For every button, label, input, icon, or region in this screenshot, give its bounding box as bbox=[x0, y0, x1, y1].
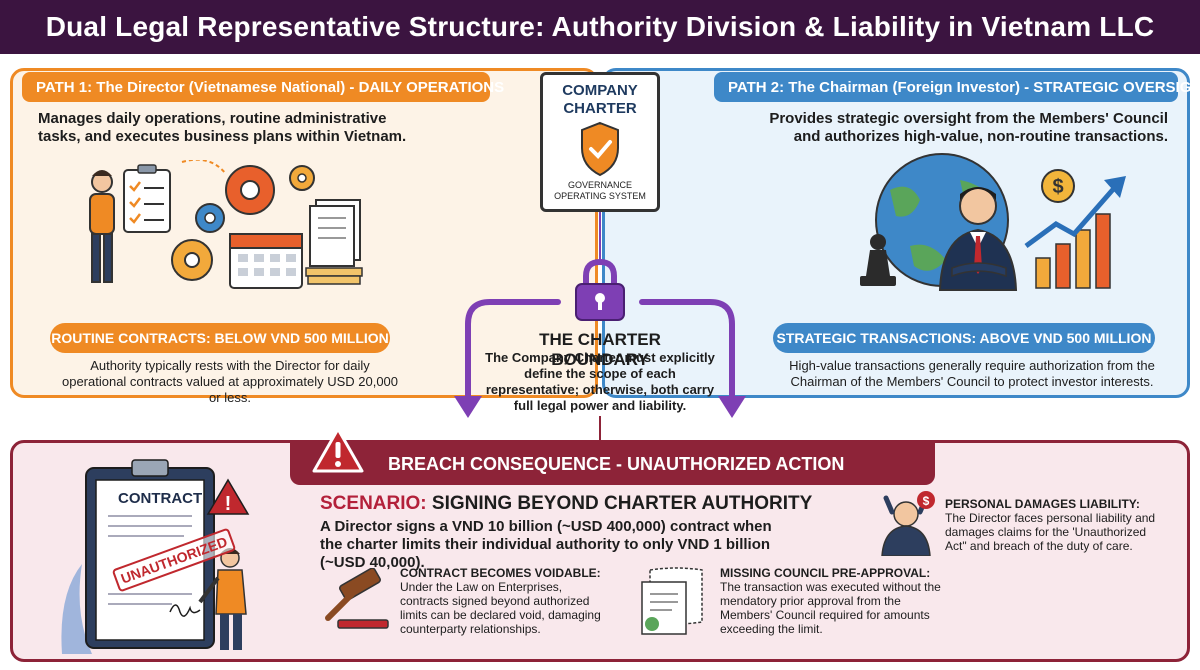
missing-approval-text: The transaction was executed without the… bbox=[720, 580, 941, 636]
contract-voidable-block: CONTRACT BECOMES VOIDABLE: Under the Law… bbox=[400, 566, 610, 636]
stressed-person-icon: $ bbox=[881, 491, 935, 556]
page-title: Dual Legal Representative Structure: Aut… bbox=[45, 11, 1155, 42]
right-boundary-arrow-line bbox=[639, 299, 735, 401]
lock-icon bbox=[575, 258, 625, 321]
path2-description: Provides strategic oversight from the Me… bbox=[769, 110, 1168, 145]
missing-approval-title: MISSING COUNCIL PRE-APPROVAL: bbox=[720, 566, 931, 580]
scenario-prefix: SCENARIO: bbox=[320, 493, 427, 514]
contract-voidable-title: CONTRACT BECOMES VOIDABLE: bbox=[400, 566, 601, 580]
businessman-icon bbox=[938, 187, 1018, 291]
dollar-coin-icon: $ bbox=[1041, 169, 1075, 203]
strategic-transactions-pill: STRATEGIC TRANSACTIONS: ABOVE VND 500 MI… bbox=[773, 323, 1155, 353]
svg-text:$: $ bbox=[1052, 176, 1063, 198]
calendar-icon bbox=[229, 233, 303, 289]
breach-banner: BREACH CONSEQUENCE - UNAUTHORIZED ACTION bbox=[290, 443, 935, 485]
right-arrow-head bbox=[718, 396, 746, 418]
scenario-title: SCENARIO: SIGNING BEYOND CHARTER AUTHORI… bbox=[320, 493, 812, 515]
charter-boundary-title: THE CHARTER BOUNDARY bbox=[539, 330, 661, 369]
strategic-transactions-text: High-value transactions generally requir… bbox=[789, 358, 1155, 389]
charter-subtitle: GOVERNANCE OPERATING SYSTEM bbox=[554, 180, 646, 201]
left-boundary-arrow-line bbox=[465, 299, 561, 401]
gavel-icon bbox=[325, 568, 389, 629]
personal-liability-title: PERSONAL DAMAGES LIABILITY: bbox=[945, 497, 1140, 511]
title-bar: Dual Legal Representative Structure: Aut… bbox=[0, 0, 1200, 54]
scenario-heading: SIGNING BEYOND CHARTER AUTHORITY bbox=[431, 493, 813, 514]
person-with-clipboard-icon bbox=[89, 164, 171, 283]
personal-liability-block: PERSONAL DAMAGES LIABILITY: The Director… bbox=[945, 497, 1165, 553]
director-illustration bbox=[89, 160, 363, 289]
left-arrow-head bbox=[454, 396, 482, 418]
chess-king-icon bbox=[860, 234, 896, 286]
growth-chart-icon bbox=[1024, 176, 1126, 289]
documents-stack-icon bbox=[305, 199, 363, 285]
shield-check-icon bbox=[581, 121, 619, 177]
gears-icon bbox=[171, 160, 315, 281]
missing-approval-block: MISSING COUNCIL PRE-APPROVAL: The transa… bbox=[720, 566, 950, 636]
warning-icon bbox=[312, 427, 364, 473]
contract-heading: CONTRACT bbox=[118, 490, 203, 507]
personal-liability-text: The Director faces personal liability an… bbox=[945, 511, 1156, 553]
documents-icon bbox=[641, 567, 703, 635]
svg-text:$: $ bbox=[923, 494, 930, 508]
path2-label: PATH 2: The Chairman (Foreign Investor) … bbox=[714, 72, 1200, 102]
path1-description: Manages daily operations, routine admini… bbox=[38, 110, 407, 145]
chairman-illustration: $ bbox=[860, 153, 1126, 291]
charter-boundary-text: The Company Charter must explicitly defi… bbox=[485, 350, 715, 413]
routine-contracts-pill: ROUTINE CONTRACTS: BELOW VND 500 MILLION bbox=[50, 323, 390, 353]
charter-title: COMPANY CHARTER bbox=[562, 82, 638, 117]
contract-voidable-text: Under the Law on Enterprises, contracts … bbox=[400, 580, 601, 636]
scenario-text: A Director signs a VND 10 billion (~USD … bbox=[320, 518, 772, 571]
routine-contracts-text: Authority typically rests with the Direc… bbox=[61, 358, 399, 405]
svg-text:!: ! bbox=[225, 493, 232, 515]
alert-circle-icon: ! bbox=[206, 478, 250, 515]
path1-label: PATH 1: The Director (Vietnamese Nationa… bbox=[22, 72, 504, 102]
